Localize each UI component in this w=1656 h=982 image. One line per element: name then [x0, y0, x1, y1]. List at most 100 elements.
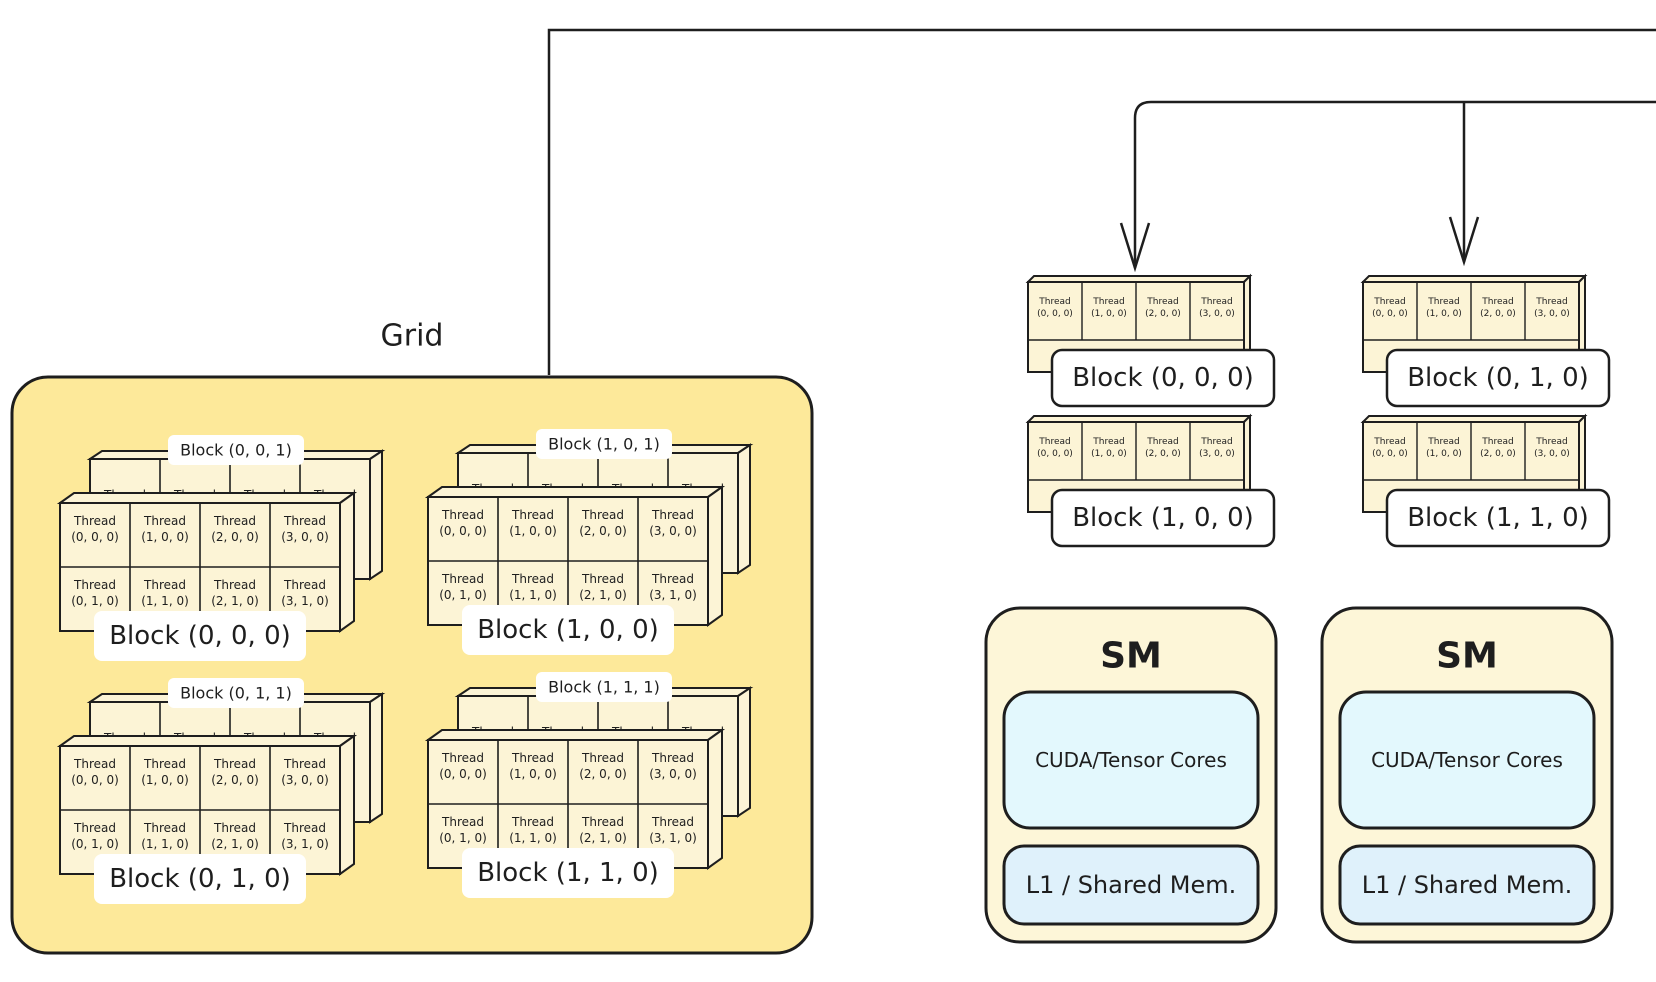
small-thread-label: Thread — [1092, 437, 1124, 447]
thread-label: Thread — [73, 757, 116, 771]
thread-coord: (3, 1, 0) — [281, 594, 329, 608]
block-front-label: Block (0, 1, 0) — [109, 864, 291, 894]
thread-label: Thread — [283, 514, 326, 528]
thread-label: Thread — [213, 757, 256, 771]
thread-coord: (3, 1, 0) — [281, 837, 329, 851]
small-thread-coord: (2, 0, 0) — [1480, 309, 1516, 319]
small-thread-coord: (0, 0, 0) — [1372, 449, 1408, 459]
cores-box — [1002, 690, 1260, 830]
small-thread-coord: (1, 0, 0) — [1426, 309, 1462, 319]
thread-coord: (2, 0, 0) — [579, 767, 627, 781]
front-layer-side — [707, 728, 723, 870]
memory-label: L1 / Shared Mem. — [1362, 871, 1573, 899]
block-back-label: Block (0, 1, 1) — [180, 684, 292, 703]
small-thread-coord: (3, 0, 0) — [1534, 309, 1570, 319]
sm-title: SM — [1436, 636, 1498, 677]
block-front-label: Block (0, 0, 0) — [109, 621, 291, 651]
thread-coord: (1, 1, 0) — [141, 594, 189, 608]
block-front-label: Block (1, 0, 0) — [477, 615, 659, 645]
small-block-label-box — [1050, 348, 1276, 408]
thread-coord: (2, 1, 0) — [579, 831, 627, 845]
small-thread-label: Thread — [1038, 297, 1070, 307]
small-thread-coord: (0, 0, 0) — [1372, 309, 1408, 319]
small-thread-coord: (1, 0, 0) — [1091, 449, 1127, 459]
back-label-bg — [168, 678, 304, 708]
thread-label: Thread — [73, 514, 116, 528]
thread-label: Thread — [581, 572, 624, 586]
small-thread-coord: (0, 0, 0) — [1037, 309, 1073, 319]
front-layer-side — [339, 734, 355, 876]
small-block-label: Block (0, 1, 0) — [1407, 363, 1589, 393]
thread-label: Thread — [581, 508, 624, 522]
thread-coord: (0, 0, 0) — [439, 524, 487, 538]
front-layer-top — [56, 492, 358, 504]
small-thread-coord: (2, 0, 0) — [1145, 449, 1181, 459]
thread-coord: (1, 0, 0) — [141, 773, 189, 787]
small-thread-label: Thread — [1481, 437, 1513, 447]
small-thread-label: Thread — [1200, 437, 1232, 447]
thread-coord: (0, 1, 0) — [439, 588, 487, 602]
scheduled-block-bottom-1: Thread(0, 0, 0)Thread(1, 0, 0)Thread(2, … — [1360, 413, 1611, 548]
thread-label: Thread — [143, 757, 186, 771]
thread-coord: (2, 0, 0) — [211, 530, 259, 544]
small-thread-label: Thread — [1092, 297, 1124, 307]
thread-label: Thread — [283, 821, 326, 835]
thread-label: Thread — [651, 508, 694, 522]
small-thread-coord: (1, 0, 0) — [1426, 449, 1462, 459]
thread-label: Thread — [143, 821, 186, 835]
scheduled-block-bottom-0: Thread (0, 0, 0) Thread (1, 0, 0) Thread (2, … — [1025, 413, 1276, 548]
back-label-bg — [168, 435, 304, 465]
small-thread-label: Thread — [1146, 297, 1178, 307]
small-thread-label: Thread — [1373, 437, 1405, 447]
front-layer-side — [707, 485, 723, 627]
cores-label: CUDA/Tensor Cores — [1035, 748, 1227, 772]
cores-box — [1338, 690, 1596, 830]
back-layer-side — [737, 443, 751, 575]
small-thread-coord: (3, 0, 0) — [1199, 309, 1235, 319]
small-thread-coord: (2, 0, 0) — [1145, 309, 1181, 319]
thread-coord: (3, 0, 0) — [281, 773, 329, 787]
small-thread-label: Thread — [1038, 437, 1070, 447]
grid-block-2: ThreadThreadThreadThreadThread(0, 0, 0)T… — [56, 678, 386, 904]
thread-coord: (0, 1, 0) — [71, 837, 119, 851]
front-layer-top — [424, 729, 726, 741]
grid-block-3: ThreadThreadThreadThreadThread(0, 0, 0)T… — [424, 672, 754, 898]
thread-coord: (1, 0, 0) — [141, 530, 189, 544]
thread-coord: (0, 0, 0) — [71, 530, 119, 544]
thread-coord: (3, 0, 0) — [649, 524, 697, 538]
thread-coord: (1, 0, 0) — [509, 524, 557, 538]
small-thread-label: Thread — [1535, 437, 1567, 447]
thread-label: Thread — [511, 508, 554, 522]
memory-label: L1 / Shared Mem. — [1026, 871, 1237, 899]
thread-label: Thread — [213, 578, 256, 592]
back-layer-side — [369, 449, 383, 581]
thread-label: Thread — [651, 751, 694, 765]
back-label-bg — [536, 429, 672, 459]
thread-coord: (3, 1, 0) — [649, 831, 697, 845]
thread-label: Thread — [73, 578, 116, 592]
small-block-label-box — [1050, 488, 1276, 548]
arrow-head-0 — [1119, 222, 1151, 273]
thread-label: Thread — [213, 514, 256, 528]
arrow-head-1 — [1448, 216, 1480, 267]
small-thread-label: Thread — [1427, 437, 1459, 447]
thread-coord: (0, 0, 0) — [439, 767, 487, 781]
scheduled-block-top-0: Thread(0, 0, 0)Thread(1, 0, 0)Thread(2, … — [1025, 273, 1276, 408]
thread-label: Thread — [143, 514, 186, 528]
grid-block-1: ThreadThreadThreadThreadThread(0, 0, 0)T… — [424, 429, 754, 655]
thread-coord: (3, 1, 0) — [649, 588, 697, 602]
small-thread-label: Thread — [1200, 297, 1232, 307]
small-thread-coord: (0, 0, 0) — [1037, 449, 1073, 459]
scheduled-block-top-1: Thread(0, 0, 0)Thread(1, 0, 0)Thread(2, … — [1360, 273, 1611, 408]
small-thread-label: Thread — [1146, 437, 1178, 447]
sm-title: SM — [1100, 636, 1162, 677]
thread-label: Thread — [441, 751, 484, 765]
front-label-bg — [94, 611, 306, 661]
front-label-bg — [462, 605, 674, 655]
grid-connector-line — [547, 28, 1656, 375]
thread-coord: (2, 0, 0) — [211, 773, 259, 787]
thread-label: Thread — [441, 508, 484, 522]
thread-label: Thread — [73, 821, 116, 835]
